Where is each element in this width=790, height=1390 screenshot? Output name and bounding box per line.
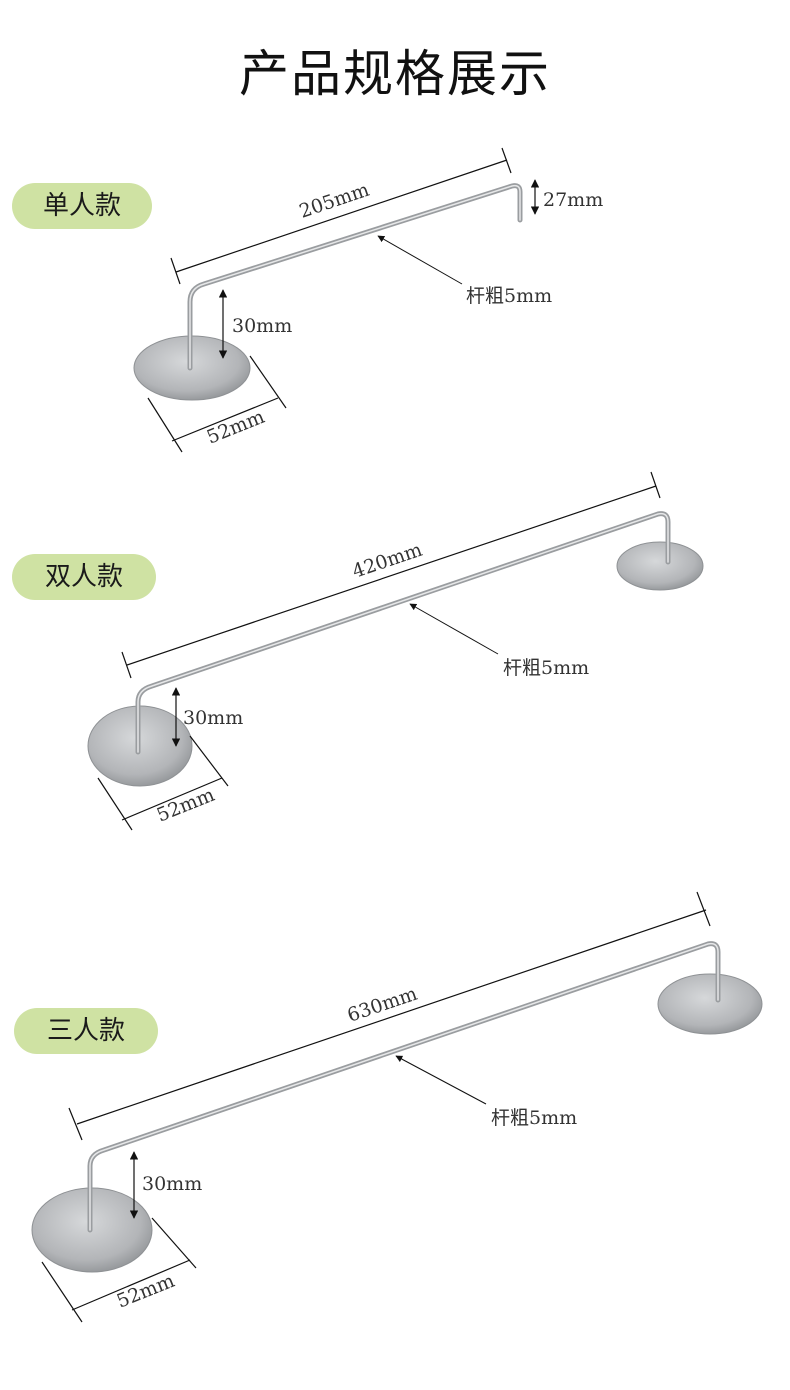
base-plate-right	[657, 973, 763, 1035]
rod-label: 杆粗5mm	[466, 285, 552, 307]
height-label: 30mm	[232, 315, 292, 337]
base-plate-right	[616, 541, 704, 591]
base-dimension-line	[171, 397, 279, 442]
height-label: 30mm	[142, 1173, 202, 1195]
length-dimension-line	[175, 159, 508, 273]
length-dimension-line	[126, 485, 657, 666]
variant-badge-triple: 三人款	[14, 1008, 158, 1054]
variant-badge-single: 单人款	[12, 183, 152, 229]
rod-label: 杆粗5mm	[491, 1107, 577, 1129]
length-dimension-line	[76, 909, 707, 1125]
base-label: 52mm	[114, 1270, 178, 1313]
rod-callout-line	[377, 235, 463, 285]
page-title: 产品规格展示	[239, 45, 551, 103]
variant-badge-double: 双人款	[12, 554, 156, 600]
hook-label: 27mm	[543, 189, 603, 211]
rod-callout-line	[409, 603, 499, 655]
rod-callout-line	[395, 1055, 487, 1105]
base-dimension-line	[121, 777, 223, 821]
base-dimension-line	[71, 1259, 191, 1311]
rod-label: 杆粗5mm	[503, 657, 589, 679]
height-label: 30mm	[183, 707, 243, 729]
